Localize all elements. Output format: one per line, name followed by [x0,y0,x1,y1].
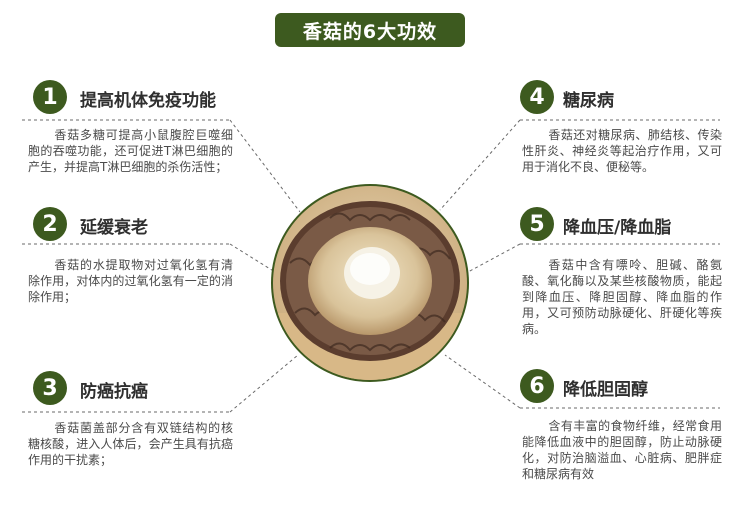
desc-cholesterol: 含有丰富的食物纤维，经常食用能降低血液中的胆固醇，防止动脉硬化，对防治脑溢血、心… [522,419,722,481]
desc-anti-cancer: 香菇菌盖部分含有双链结构的核糖核酸，进入人体后，会产生具有抗癌作用的干扰素； [28,421,233,467]
heading-cholesterol: 降低胆固醇 [563,380,648,400]
heading-diabetes: 糖尿病 [563,91,614,111]
heading-anti-aging: 延缓衰老 [80,218,148,238]
desc-diabetes: 香菇还对糖尿病、肺结核、传染性肝炎、神经炎等起治疗作用，又可用于消化不良、便秘等… [522,128,722,174]
heading-blood-pressure: 降血压/降血脂 [563,218,672,238]
desc-immunity: 香菇多糖可提高小鼠腹腔巨噬细胞的吞噬功能，还可促进T淋巴细胞的产生，并提高T淋巴… [28,128,233,174]
desc-blood-pressure: 香菇中含有嘌呤、胆碱、酪氨酸、氧化酶以及某些核酸物质，能起到降血压、降胆固醇、降… [522,258,722,336]
heading-anti-cancer: 防癌抗癌 [80,382,148,402]
number-badge-5: 5 [520,207,554,241]
number-badge-6: 6 [520,369,554,403]
heading-immunity: 提高机体免疫功能 [80,91,216,111]
desc-anti-aging: 香菇的水提取物对过氧化氢有清除作用，对体内的过氧化氢有一定的消除作用； [28,258,233,304]
number-badge-2: 2 [33,207,67,241]
mushroom-image [271,184,469,382]
number-badge-1: 1 [33,80,67,114]
page-title: 香菇的6大功效 [275,13,465,47]
number-badge-4: 4 [520,80,554,114]
number-badge-3: 3 [33,371,67,405]
